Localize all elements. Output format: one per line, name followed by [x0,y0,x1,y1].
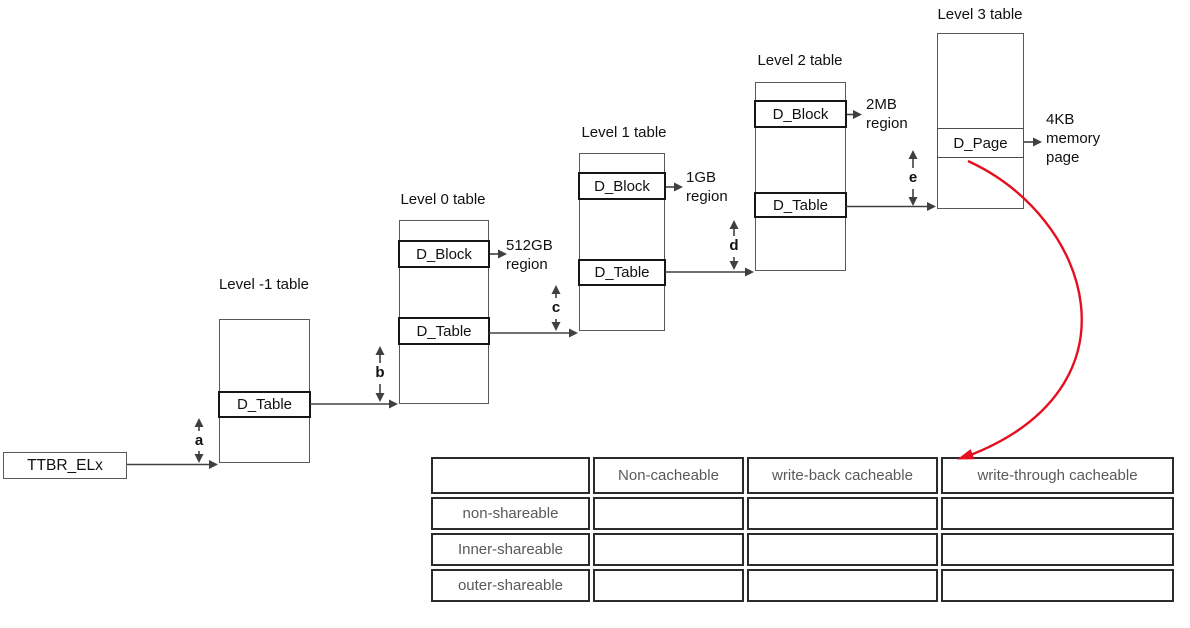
level-3-table-box [937,33,1024,209]
level-1-table-title: Level 1 table [581,124,667,141]
level-0-d-block-entry: D_Block [398,240,490,268]
cell-inner-shareable-non-cacheable [593,533,744,566]
region-1gb-label: 1GB region [686,169,728,205]
d-block-label: D_Block [594,177,650,195]
cell-outer-shareable-non-cacheable [593,569,744,602]
d-block-512gb-region-arrow [490,249,507,259]
ttbr-to-level-minus1-arrow [127,460,218,469]
step-label-c: c [551,299,561,316]
ttbr-elx-label: TTBR_ELx [27,456,103,474]
level-1-d-block-entry: D_Block [578,172,666,200]
cell-inner-shareable-write-back [747,533,938,566]
cell-non-shareable-write-through [941,497,1174,530]
memory-attributes-table: Non-cacheable write-back cacheable write… [428,454,1177,605]
attr-table-corner-cell [431,457,590,494]
step-label-e: e [908,169,918,186]
level1-to-level2-arrow [665,267,754,277]
d-table-label: D_Table [772,196,829,214]
cell-outer-shareable-write-back [747,569,938,602]
row-header-non-shareable: non-shareable [431,497,590,530]
d-table-label: D_Table [416,322,472,340]
level-0-table-title: Level 0 table [400,191,486,208]
d-block-label: D_Block [772,105,829,123]
d-block-2mb-region-arrow [847,110,862,119]
region-512gb-label: 512GB region [506,237,553,273]
d-table-label: D_Table [594,264,650,281]
level-minus1-table-title: Level -1 table [218,276,310,293]
d-table-label: D_Table [236,396,293,413]
row-header-inner-shareable: Inner-shareable [431,533,590,566]
cell-non-shareable-non-cacheable [593,497,744,530]
region-4kb-label: 4KB memory page [1046,111,1101,166]
col-header-write-through-cacheable: write-through cacheable [941,457,1174,494]
step-label-b: b [375,364,385,381]
ttbr-elx-box: TTBR_ELx [3,452,127,479]
row-header-outer-shareable: outer-shareable [431,569,590,602]
level-2-table-title: Level 2 table [757,52,843,69]
level2-to-level3-arrow [846,202,936,211]
col-header-write-back-cacheable: write-back cacheable [747,457,938,494]
region-2mb-label: 2MB region [866,96,908,132]
level-2-d-block-entry: D_Block [754,100,847,128]
step-label-d: d [729,237,739,254]
d-block-1gb-region-arrow [666,182,683,192]
d-page-4kb-page-arrow [1024,137,1042,147]
d-page-label: D_Page [953,134,1008,152]
level-minus1-d-table-entry: D_Table [218,391,311,418]
col-header-non-cacheable: Non-cacheable [593,457,744,494]
level-3-table-title: Level 3 table [937,6,1023,23]
level-3-d-page-entry: D_Page [937,128,1024,158]
d-block-label: D_Block [416,245,472,263]
level0-to-level1-arrow [489,328,578,338]
cell-inner-shareable-write-through [941,533,1174,566]
step-label-a: a [194,432,204,449]
level-0-d-table-entry: D_Table [398,317,490,345]
level-minus1-to-level0-arrow [310,399,398,409]
level-2-d-table-entry: D_Table [754,192,847,218]
cell-non-shareable-write-back [747,497,938,530]
level-1-d-table-entry: D_Table [578,259,666,286]
cell-outer-shareable-write-through [941,569,1174,602]
